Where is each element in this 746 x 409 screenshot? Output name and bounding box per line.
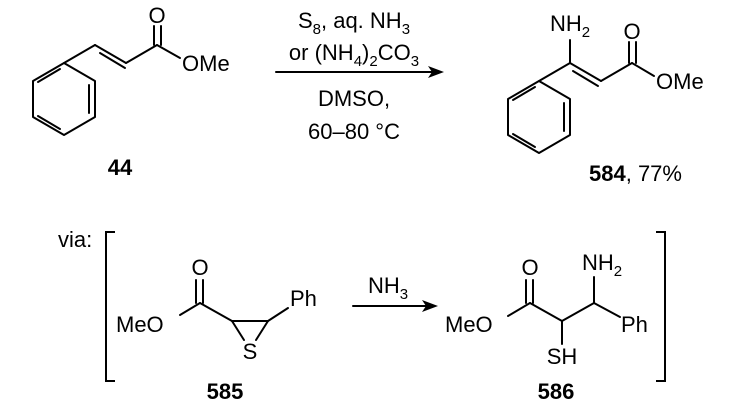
right-bracket	[656, 231, 666, 382]
bottom-reaction-arrow	[352, 300, 438, 312]
compound-584-ome: OMe	[656, 69, 704, 94]
compound-585-thiirane-s: S	[243, 339, 258, 364]
compound-585-label: 585	[207, 379, 244, 404]
compound-586-amine: NH2	[582, 250, 622, 280]
compound-584-label: 584, 77%	[589, 161, 682, 186]
compound-585-meo: MeO	[116, 312, 164, 337]
compound-585-carbonyl-o: O	[191, 255, 208, 280]
conditions-line-4: 60–80 °C	[308, 119, 400, 144]
compound-584-amine: NH2	[550, 11, 590, 41]
compound-586-carbonyl-o: O	[521, 255, 538, 280]
top-reaction-arrow	[275, 66, 444, 78]
compound-585-ph: Ph	[290, 286, 317, 311]
compound-586-label: 586	[538, 379, 575, 404]
conditions-line-3: DMSO,	[318, 86, 390, 111]
left-bracket	[105, 231, 115, 382]
compound-584-carbonyl-o: O	[623, 19, 640, 44]
compound-44-label: 44	[108, 155, 133, 180]
compound-44-carbonyl-o: O	[148, 3, 165, 28]
via-label: via:	[58, 227, 92, 252]
compound-586-thiol: SH	[547, 344, 578, 369]
compound-44-structure	[32, 25, 181, 136]
compound-44-ome: OMe	[182, 51, 230, 76]
conditions-line-1: S8, aq. NH3	[298, 8, 410, 38]
compound-585-structure	[179, 279, 289, 341]
ammonia-reagent: NH3	[368, 273, 408, 303]
compound-586-ph: Ph	[621, 312, 648, 337]
compound-586-structure	[507, 276, 621, 345]
conditions-line-2: or (NH4)2CO3	[289, 40, 419, 70]
compound-586-meo: MeO	[445, 312, 493, 337]
compound-584-structure	[507, 39, 655, 154]
